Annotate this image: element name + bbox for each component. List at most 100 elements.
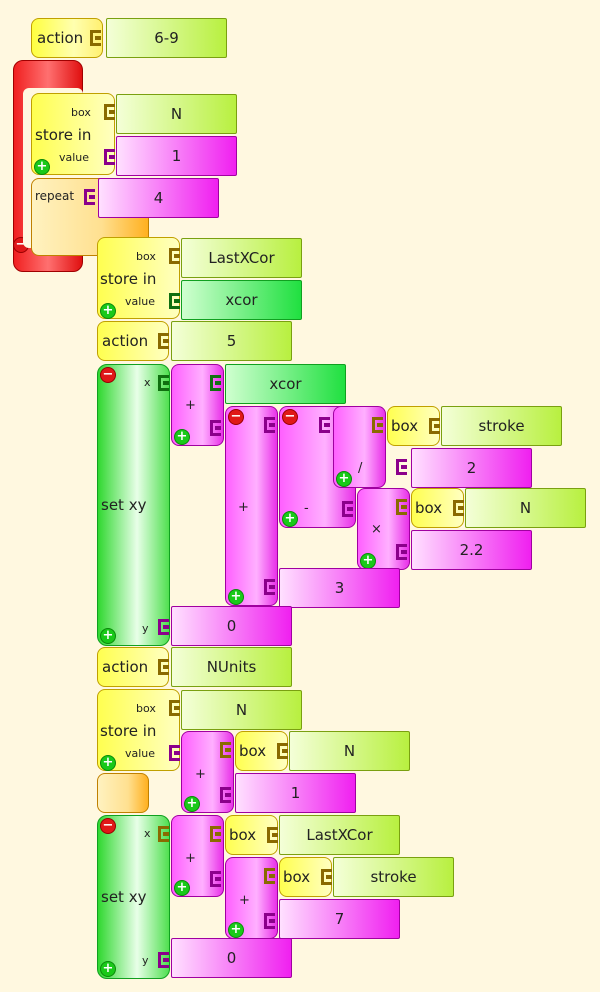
socket-connector [267, 827, 278, 843]
remove-icon[interactable]: − [100, 818, 116, 834]
store-box-name-field[interactable]: N [116, 94, 237, 134]
action-name-field[interactable]: 5 [171, 321, 292, 361]
socket-connector [158, 375, 169, 391]
socket-connector [169, 700, 180, 716]
store-box-name-field[interactable]: N [181, 690, 302, 730]
socket-connector [210, 420, 221, 436]
box-label: box [229, 826, 257, 844]
add-icon[interactable]: + [34, 159, 50, 175]
add-icon[interactable]: + [228, 922, 244, 938]
plus-operator-label: + [195, 767, 206, 782]
store-in-label: store in [100, 722, 157, 740]
y-value-field[interactable]: 0 [171, 606, 292, 646]
add-icon[interactable]: + [100, 961, 116, 977]
box-block[interactable]: box [411, 488, 464, 528]
socket-connector [158, 619, 169, 635]
remove-icon[interactable]: − [228, 409, 244, 425]
box-port-label: box [136, 702, 156, 715]
action-name-field[interactable]: 6-9 [106, 18, 227, 58]
x-port-label: x [144, 376, 151, 389]
store-value-field[interactable]: 1 [116, 136, 237, 176]
add-icon[interactable]: + [184, 796, 200, 812]
box-block[interactable]: box [225, 815, 278, 855]
box-name-field[interactable]: LastXCor [279, 815, 400, 855]
plus-operator-block[interactable]: + + [171, 815, 224, 897]
action-label: action [102, 658, 149, 676]
socket-connector [90, 30, 101, 46]
add-icon[interactable]: + [360, 553, 376, 569]
y-port-label: y [142, 954, 149, 967]
box-name-field[interactable]: N [289, 731, 410, 771]
action-label: action [102, 332, 149, 350]
store-in-block[interactable]: box store in value + [97, 689, 180, 771]
action-hat-block[interactable]: action [31, 18, 103, 58]
divide-operator-block[interactable]: / + [333, 406, 407, 488]
box-block[interactable]: box [387, 406, 440, 446]
value-port-label: value [125, 295, 156, 308]
multiply-operator-label: × [371, 522, 382, 537]
plus-operator-block[interactable]: − + + [225, 406, 278, 606]
socket-connector [220, 742, 231, 758]
socket-connector [342, 501, 353, 517]
socket-connector [264, 417, 275, 433]
add-icon[interactable]: + [100, 628, 116, 644]
plus-operator-block[interactable]: + + [181, 731, 234, 813]
set-xy-block[interactable]: − x set xy y + [97, 364, 170, 646]
store-in-block[interactable]: box store in value + [97, 237, 180, 319]
remove-icon[interactable]: − [100, 367, 116, 383]
action-block[interactable]: action [97, 647, 169, 687]
set-xy-block[interactable]: − x set xy y + [97, 815, 170, 979]
box-block[interactable]: box [235, 731, 288, 771]
addend-field[interactable]: 3 [279, 568, 400, 608]
addend-field[interactable]: 7 [279, 899, 400, 939]
socket-connector [264, 913, 275, 929]
box-label: box [415, 499, 443, 517]
addend-field[interactable]: 1 [235, 773, 356, 813]
socket-connector [169, 293, 180, 309]
multiply-operator-block[interactable]: × + [357, 488, 410, 570]
socket-connector [453, 500, 464, 516]
store-in-block[interactable]: box store in value + [31, 93, 115, 175]
socket-connector [158, 659, 169, 675]
add-icon[interactable]: + [174, 429, 190, 445]
xcor-value-block[interactable]: xcor [225, 364, 346, 404]
repeat-count-field[interactable]: 4 [98, 178, 219, 218]
box-block[interactable]: box [279, 857, 332, 897]
factor-field[interactable]: 2.2 [411, 530, 532, 570]
box-label: box [391, 417, 419, 435]
socket-connector [372, 417, 383, 433]
add-icon[interactable]: + [336, 471, 352, 487]
add-icon[interactable]: + [100, 303, 116, 319]
minus-operator-label: - [304, 501, 309, 516]
socket-connector [220, 787, 231, 803]
socket-connector [169, 248, 180, 264]
add-icon[interactable]: + [228, 589, 244, 605]
socket-connector [158, 952, 169, 968]
remove-icon[interactable]: − [282, 409, 298, 425]
store-box-name-field[interactable]: LastXCor [181, 238, 302, 278]
socket-connector [396, 459, 407, 475]
set-xy-label: set xy [101, 496, 147, 514]
plus-operator-block[interactable]: + + [225, 857, 278, 939]
empty-stack-block[interactable] [97, 773, 149, 813]
socket-connector [169, 745, 180, 761]
add-icon[interactable]: + [100, 755, 116, 771]
socket-connector [158, 333, 169, 349]
y-value-field[interactable]: 0 [171, 938, 292, 978]
action-block[interactable]: action [97, 321, 169, 361]
plus-operator-block[interactable]: + + [171, 364, 224, 446]
store-in-label: store in [100, 270, 157, 288]
x-port-label: x [144, 827, 151, 840]
action-name-field[interactable]: NUnits [171, 647, 292, 687]
add-icon[interactable]: + [174, 880, 190, 896]
socket-connector [321, 869, 332, 885]
socket-connector [210, 375, 221, 391]
xcor-value-block[interactable]: xcor [181, 280, 302, 320]
box-name-field[interactable]: stroke [333, 857, 454, 897]
divisor-field[interactable]: 2 [411, 448, 532, 488]
add-icon[interactable]: + [282, 511, 298, 527]
value-port-label: value [125, 747, 156, 760]
box-name-field[interactable]: N [465, 488, 586, 528]
box-name-field[interactable]: stroke [441, 406, 562, 446]
socket-connector [104, 104, 115, 120]
